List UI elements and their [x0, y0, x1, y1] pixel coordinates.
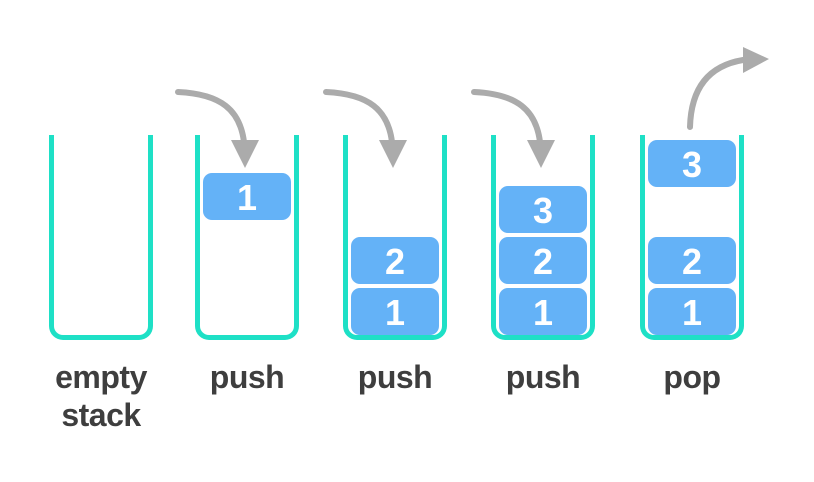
- push-arrow-icon: [175, 89, 259, 168]
- stack-container: [49, 135, 153, 340]
- stack-element-value: 3: [532, 190, 554, 231]
- stack-element-value: 2: [384, 241, 406, 282]
- stack-contents: 3 2 1: [640, 135, 744, 340]
- stack-element-value: 3: [681, 144, 703, 185]
- stack-contents: 1: [195, 135, 299, 340]
- stack-element: 2: [351, 237, 439, 284]
- pop-arrow-icon: [687, 47, 769, 130]
- stack-element-popping: 3: [648, 140, 736, 187]
- stack-group-push-2: 2 1 push: [323, 0, 447, 482]
- stack-element: 2: [648, 237, 736, 284]
- stack-element-value: 2: [681, 241, 703, 282]
- stack-group-empty: empty stack: [49, 0, 153, 482]
- push-arrow-icon: [323, 89, 407, 168]
- stack-container: [343, 135, 447, 340]
- stack-element: 1: [648, 288, 736, 335]
- stack-element: 1: [351, 288, 439, 335]
- stack-label: push: [209, 359, 285, 395]
- stack-element-value: 1: [236, 177, 258, 218]
- stack-container: [640, 135, 744, 340]
- stack-element-value: 1: [384, 292, 406, 333]
- stack-label: empty stack: [55, 359, 147, 433]
- stack-contents: 2 1: [343, 135, 447, 340]
- stack-element-value: 2: [532, 241, 554, 282]
- stack-label: push: [505, 359, 581, 395]
- stack-group-push-3: 3 2 1 push: [471, 0, 595, 482]
- stack-container: [491, 135, 595, 340]
- stack-element: 2: [499, 237, 587, 284]
- stack-contents: 3 2 1: [491, 135, 595, 340]
- stack-group-pop: 3 2 1 pop: [640, 0, 769, 482]
- stack-element-value: 1: [681, 292, 703, 333]
- stack-element: 1: [499, 288, 587, 335]
- stack-label: push: [357, 359, 433, 395]
- stack-element-value: 1: [532, 292, 554, 333]
- stack-label: pop: [663, 359, 721, 395]
- stack-element: 1: [203, 173, 291, 220]
- stack-element: 3: [499, 186, 587, 233]
- push-arrow-icon: [471, 89, 555, 168]
- stack-group-push-1: 1 push: [175, 0, 299, 482]
- stack-container: [195, 135, 299, 340]
